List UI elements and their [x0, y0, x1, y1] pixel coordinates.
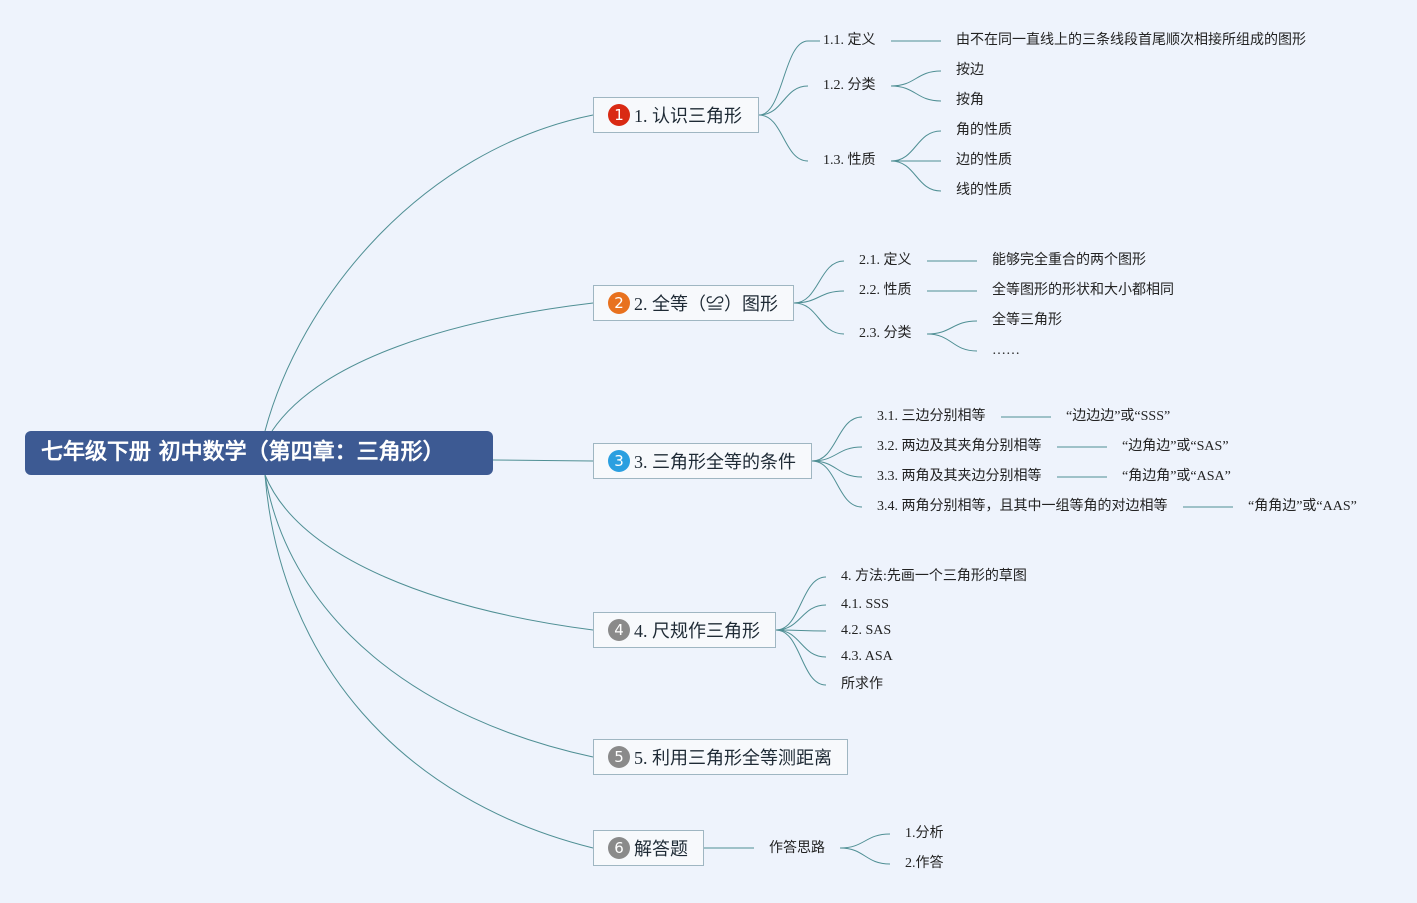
leaf-6-1-2[interactable]: 2.作答: [905, 856, 944, 871]
leaf-1-2-2[interactable]: 按角: [956, 93, 984, 108]
priority-6-icon: 6: [608, 837, 630, 859]
subtopic-2-2[interactable]: 2.2. 性质: [859, 283, 912, 298]
link-subtopic-3-4: [811, 460, 863, 508]
subtopic-1-1[interactable]: 1.1. 定义: [823, 33, 876, 48]
priority-1-icon: 1: [608, 104, 630, 126]
leaf-1-2-1[interactable]: 按边: [956, 63, 984, 78]
subtopic-4-2[interactable]: 4.2. SAS: [841, 623, 892, 638]
topic-3[interactable]: 3 3. 三角形全等的条件: [593, 443, 812, 479]
link-subtopic-2-1: [793, 260, 845, 304]
link-leaf-6-1-2: [839, 847, 891, 865]
link-subtopic-4-4: [775, 629, 827, 686]
leaf-2-3-2[interactable]: ……: [992, 343, 1020, 358]
subtopic-2-3[interactable]: 2.3. 分类: [859, 326, 912, 341]
subtopic-4-3[interactable]: 4.3. ASA: [841, 649, 893, 664]
link-leaf-2-3-1: [926, 320, 978, 335]
topic-4[interactable]: 4 4. 尺规作三角形: [593, 612, 776, 648]
link-root-topic-6: [264, 474, 594, 849]
link-subtopic-2-3: [793, 302, 845, 335]
topic-3-label: 3. 三角形全等的条件: [634, 452, 796, 472]
topic-1[interactable]: 1 1. 认识三角形: [593, 97, 759, 133]
leaf-3-2-1[interactable]: “边角边”或“SAS”: [1122, 439, 1229, 454]
leaf-1-1-1[interactable]: 由不在同一直线上的三条线段首尾顺次相接所组成的图形: [956, 33, 1306, 48]
root-topic-label: 七年级下册 初中数学（第四章：三角形）: [41, 440, 445, 465]
priority-2-icon: 2: [608, 292, 630, 314]
topic-4-label: 4. 尺规作三角形: [634, 621, 760, 641]
topic-1-label: 1. 认识三角形: [634, 106, 742, 126]
subtopic-4-1[interactable]: 4.1. SSS: [841, 597, 889, 612]
link-root-topic-3: [492, 459, 594, 462]
link-subtopic-4-3: [775, 629, 827, 658]
priority-4-icon: 4: [608, 619, 630, 641]
link-subtopic-3-1: [811, 416, 863, 462]
link-subtopic-3-3: [811, 460, 863, 478]
link-subtopic-3-2: [811, 446, 863, 462]
link-leaf-2-3-2: [926, 333, 978, 352]
root-topic[interactable]: 七年级下册 初中数学（第四章：三角形）: [25, 431, 493, 475]
topic-2-label: 2. 全等（≌）图形: [634, 294, 778, 314]
link-subtopic-4-0: [775, 576, 827, 631]
subtopic-4-0[interactable]: 4. 方法:先画一个三角形的草图: [841, 569, 1027, 584]
topic-5-label: 5. 利用三角形全等测距离: [634, 748, 832, 768]
subtopic-4-4[interactable]: 所求作: [841, 677, 883, 692]
leaf-1-3-1[interactable]: 角的性质: [956, 123, 1012, 138]
subtopic-3-4[interactable]: 3.4. 两角分别相等，且其中一组等角的对边相等: [877, 499, 1168, 514]
subtopic-1-3[interactable]: 1.3. 性质: [823, 153, 876, 168]
leaf-2-3-1[interactable]: 全等三角形: [992, 313, 1062, 328]
subtopic-6-1[interactable]: 作答思路: [769, 841, 825, 856]
link-root-topic-5: [264, 474, 594, 758]
subtopic-1-2[interactable]: 1.2. 分类: [823, 78, 876, 93]
link-subtopic-1-2: [758, 85, 809, 116]
link-subtopic-2-2: [793, 290, 845, 304]
priority-5-icon: 5: [608, 746, 630, 768]
leaf-2-1-1[interactable]: 能够完全重合的两个图形: [992, 253, 1146, 268]
link-leaf-1-3-1: [890, 130, 942, 162]
link-leaf-1-2-1: [890, 70, 942, 87]
link-root-topic-4: [264, 474, 594, 631]
link-root-topic-2: [271, 302, 594, 432]
leaf-3-4-1[interactable]: “角角边”或“AAS”: [1248, 499, 1357, 514]
leaf-3-3-1[interactable]: “角边角”或“ASA”: [1122, 469, 1231, 484]
subtopic-2-1[interactable]: 2.1. 定义: [859, 253, 912, 268]
link-leaf-1-2-2: [890, 85, 942, 102]
topic-5[interactable]: 5 5. 利用三角形全等测距离: [593, 739, 848, 775]
leaf-2-2-1[interactable]: 全等图形的形状和大小都相同: [992, 283, 1174, 298]
topic-6[interactable]: 6 解答题: [593, 830, 704, 866]
topic-6-label: 解答题: [634, 839, 688, 859]
topic-2[interactable]: 2 2. 全等（≌）图形: [593, 285, 794, 321]
subtopic-3-3[interactable]: 3.3. 两角及其夹边分别相等: [877, 469, 1042, 484]
link-subtopic-1-3: [758, 114, 809, 162]
leaf-1-3-3[interactable]: 线的性质: [956, 183, 1012, 198]
leaf-6-1-1[interactable]: 1.分析: [905, 826, 944, 841]
link-leaf-6-1-1: [839, 833, 891, 849]
leaf-3-1-1[interactable]: “边边边”或“SSS”: [1066, 409, 1171, 424]
link-subtopic-4-1: [775, 604, 827, 631]
link-leaf-1-3-3: [890, 160, 942, 192]
link-subtopic-1-1: [758, 40, 809, 116]
subtopic-3-1[interactable]: 3.1. 三边分别相等: [877, 409, 986, 424]
priority-3-icon: 3: [608, 450, 630, 472]
leaf-1-3-2[interactable]: 边的性质: [956, 153, 1012, 168]
link-root-topic-1: [264, 114, 594, 432]
subtopic-3-2[interactable]: 3.2. 两边及其夹角分别相等: [877, 439, 1042, 454]
